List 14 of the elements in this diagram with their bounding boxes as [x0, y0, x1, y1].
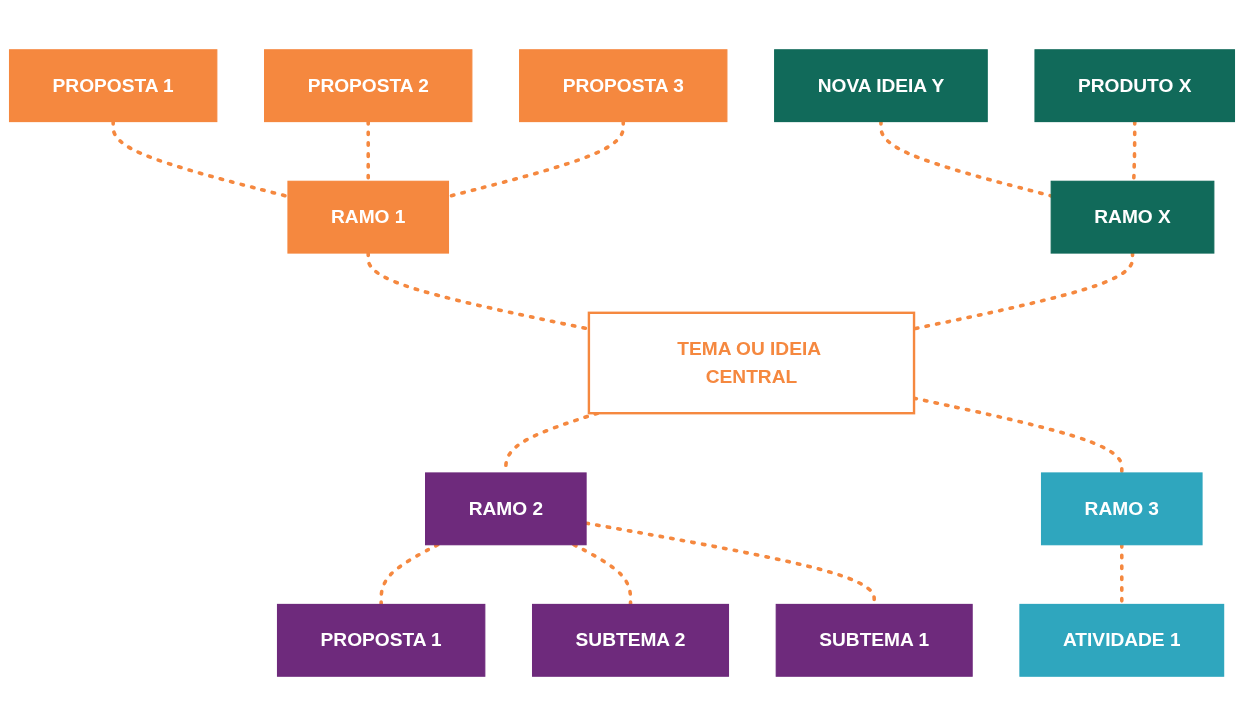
node-box: RAMO X [1050, 180, 1215, 254]
node-box: PROPOSTA 3 [519, 49, 728, 123]
node-box: PROPOSTA 1 [8, 49, 218, 123]
node-box: RAMO 1 [287, 180, 450, 254]
node-box: PRODUTO X [1034, 49, 1236, 123]
node-box: SUBTEMA 2 [532, 603, 730, 677]
node-box: PROPOSTA 2 [264, 49, 473, 123]
node-box: RAMO 3 [1040, 472, 1203, 546]
node-box: PROPOSTA 1 [276, 603, 486, 677]
node-box: RAMO 2 [425, 472, 587, 546]
node-box: ATIVIDADE 1 [1019, 603, 1225, 677]
node-box: TEMA OU IDEIA CENTRAL [587, 311, 916, 415]
node-box: SUBTEMA 1 [775, 603, 973, 677]
node-box: NOVA IDEIA Y [774, 49, 988, 123]
